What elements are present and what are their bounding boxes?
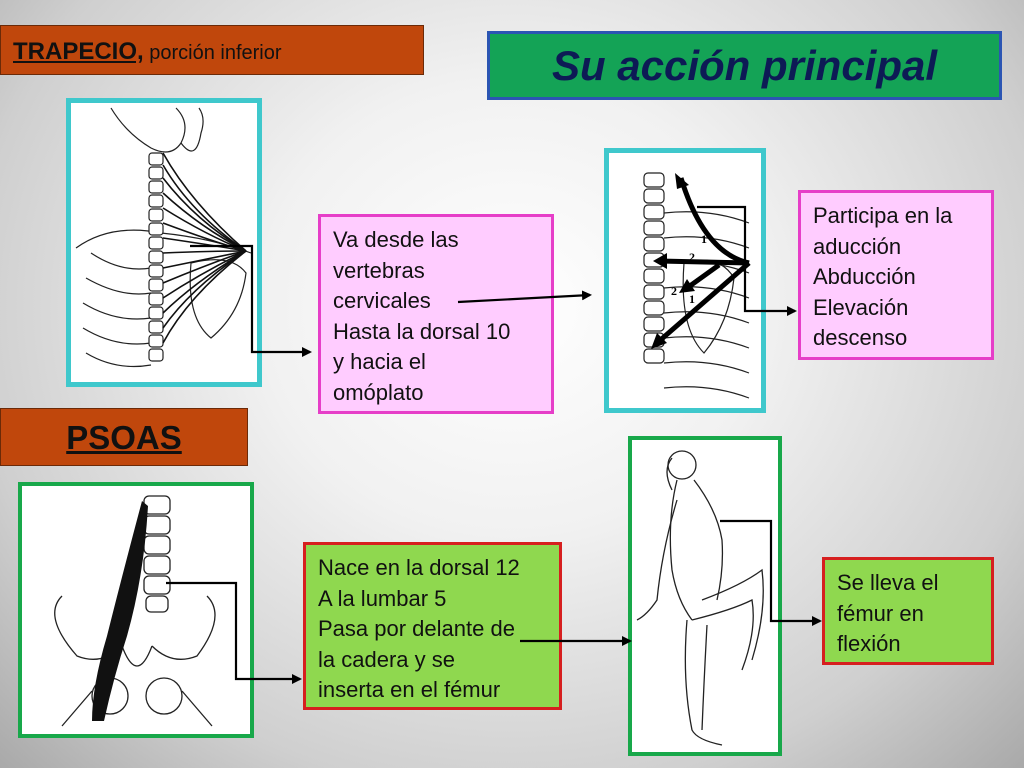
text-line: Se lleva el — [837, 570, 939, 595]
text-line: Pasa por delante de — [318, 616, 515, 641]
psoas-origin-box: Nace en la dorsal 12 A la lumbar 5 Pasa … — [303, 542, 562, 710]
trapecio-image — [66, 98, 262, 387]
trapecio-action-image: 1 2 2 1 — [604, 148, 766, 413]
text-line: Nace en la dorsal 12 — [318, 555, 520, 580]
text-line: Participa en la — [813, 203, 953, 228]
movement-label-4: 1 — [689, 292, 695, 306]
trapezius-illustration — [75, 107, 252, 368]
text-line: flexión — [837, 631, 901, 656]
text-line: Va desde las — [333, 227, 459, 252]
movement-label-1: 1 — [701, 232, 707, 246]
trapecio-origin-box: Va desde las vertebras cervicales Hasta … — [318, 214, 554, 414]
psoas-action-image — [628, 436, 782, 756]
psoas-image — [18, 482, 254, 738]
trapecio-subtitle: porción inferior — [143, 42, 282, 64]
trapecio-title: TRAPECIO, — [13, 38, 144, 65]
psoas-illustration — [54, 495, 216, 727]
text-line: vertebras — [333, 257, 425, 283]
movement-label-2: 2 — [689, 250, 695, 264]
text-line: inserta en el fémur — [318, 677, 501, 702]
psoas-action-box: Se lleva el fémur en flexión — [822, 557, 994, 665]
hip-flexion-figure — [636, 450, 764, 746]
movement-label-3: 2 — [671, 284, 677, 298]
action-title: Su acción principal — [551, 42, 938, 89]
text-line: descenso — [813, 325, 908, 350]
text-line: omóplato — [333, 379, 424, 405]
text-line: A la lumbar 5 — [318, 585, 447, 611]
action-header: Su acción principal — [487, 31, 1002, 100]
trapecio-action-box: Participa en la aducción Abducción Eleva… — [798, 190, 994, 360]
text-line: Abducción — [813, 264, 916, 289]
psoas-title: PSOAS — [66, 419, 182, 456]
text-line: Hasta la dorsal 10 — [333, 318, 511, 344]
text-line: Elevación — [813, 294, 909, 320]
scapula-movement-illustration: 1 2 2 1 — [643, 172, 751, 399]
text-line: fémur en — [837, 600, 924, 626]
text-line: cervicales — [333, 288, 431, 313]
psoas-header: PSOAS — [0, 408, 248, 466]
text-line: aducción — [813, 233, 902, 259]
text-line: y hacia el — [333, 349, 426, 374]
trapecio-header: TRAPECIO, porción inferior — [0, 25, 424, 75]
text-line: la cadera y se — [318, 646, 455, 672]
